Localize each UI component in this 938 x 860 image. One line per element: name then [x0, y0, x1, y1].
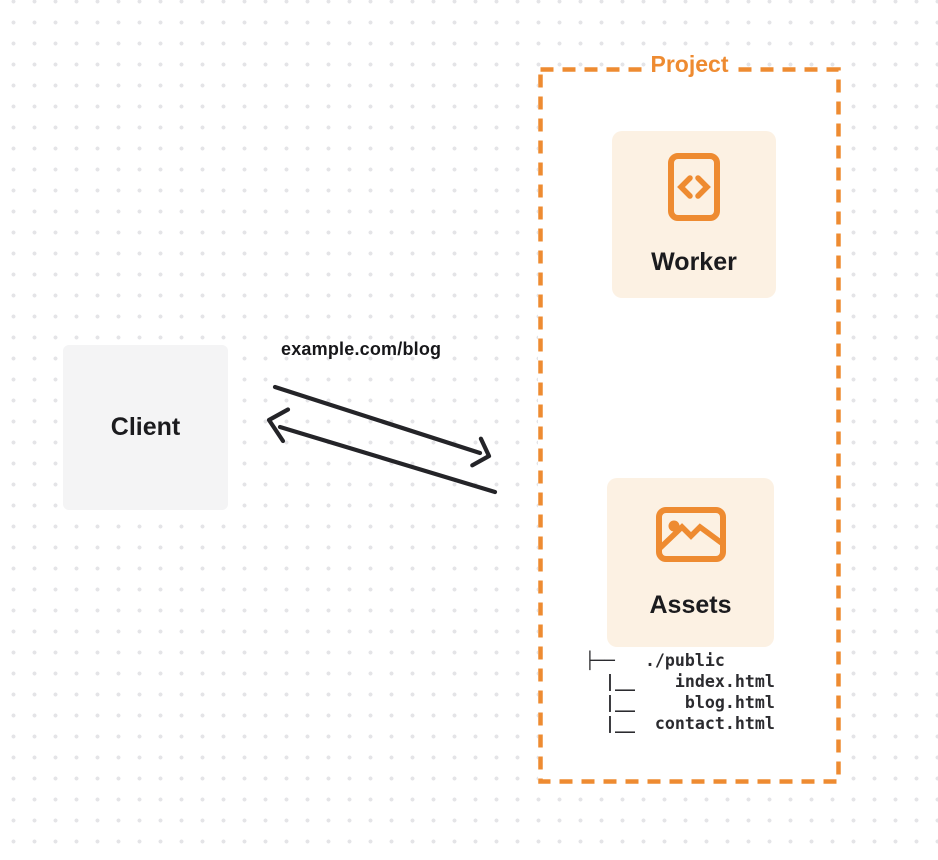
request-url-label: example.com/blog [281, 339, 442, 359]
request-arrow-shaft [272, 384, 483, 456]
image-icon [655, 506, 727, 563]
project-container-label: Project [645, 51, 734, 78]
client-node-label: Client [110, 413, 181, 441]
response-arrowhead-icon [266, 407, 291, 444]
worker-node: Worker [612, 131, 776, 298]
project-container: Project Worker Assets [538, 51, 841, 784]
assets-file-tree: ├── ./public |__ index.html |__ blog.htm… [585, 651, 775, 733]
worker-node-label: Worker [651, 248, 737, 276]
code-document-icon [667, 152, 721, 222]
assets-node: Assets [607, 478, 774, 647]
client-node: Client [63, 345, 228, 510]
response-arrow-shaft [277, 424, 498, 495]
request-arrowhead-icon [470, 436, 492, 468]
assets-node-label: Assets [649, 590, 732, 619]
